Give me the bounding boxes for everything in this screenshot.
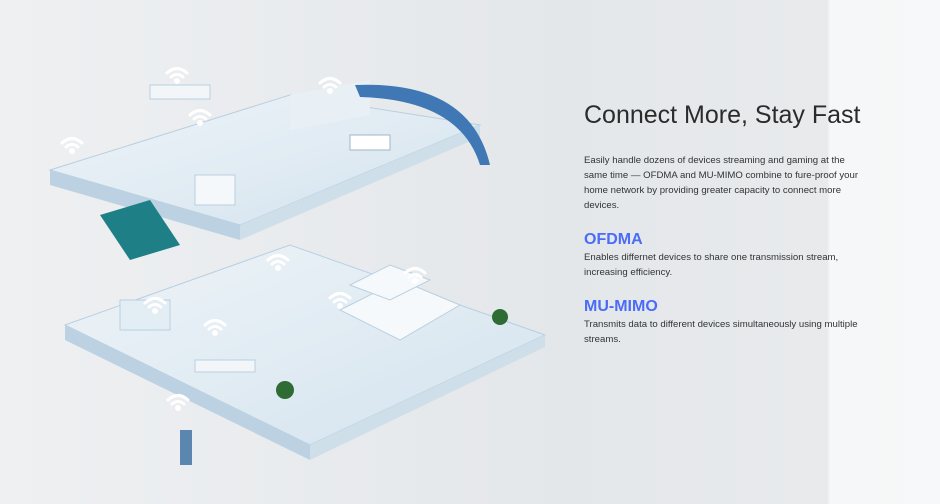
feature-description-mu-mimo: Transmits data to different devices simu… [584, 319, 858, 345]
house-illustration [40, 55, 570, 495]
feature-title-ofdma: OFDMA [584, 231, 643, 248]
lower-floor [63, 244, 547, 465]
wifi-icon [143, 297, 167, 314]
page-title: Connect More, Stay Fast [584, 101, 861, 129]
wifi-icon [188, 109, 212, 126]
feature-description-ofdma: Enables differnet devices to share one t… [584, 252, 839, 278]
wifi-icon [266, 254, 290, 271]
wifi-icons [60, 67, 427, 411]
feature-title-mu-mimo: MU-MIMO [584, 298, 658, 315]
wifi-icon [203, 319, 227, 336]
wifi-icon [318, 77, 342, 94]
hero-description: Easily handle dozens of devices streamin… [584, 155, 859, 211]
feature-copy: Connect More, Stay Fast Easily handle do… [584, 100, 864, 347]
wifi-icon [165, 67, 189, 84]
wifi-icon [166, 394, 190, 411]
wifi-icon [60, 137, 84, 154]
wifi-icon [328, 292, 352, 309]
wifi-icon [403, 267, 427, 284]
upper-floor [48, 80, 490, 260]
